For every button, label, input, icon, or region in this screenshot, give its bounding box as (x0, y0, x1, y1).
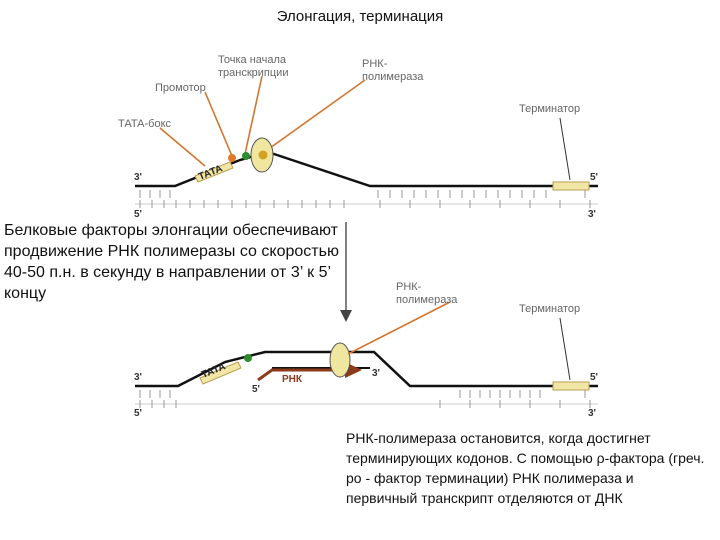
bottom-terminator-label: Терминатор (519, 303, 580, 315)
top-polymerase-label-line2: полимераза (362, 71, 424, 83)
top-panel: ТАТА ТАТА-бокс Промотор Точка начала тра… (118, 54, 598, 220)
termination-note: РНК-полимераза остановится, когда достиг… (346, 428, 706, 508)
bottom-rna-5-end: 5' (252, 384, 260, 395)
bottom-polymerase-label-line2: полимераза (396, 294, 458, 306)
top-end-5-right: 5' (590, 172, 598, 183)
top-tata-label: ТАТА (197, 163, 224, 183)
bottom-polymerase-pointer (348, 302, 450, 354)
bottom-polymerase-label-line1: РНК- (396, 281, 422, 293)
top-tata-box-label: ТАТА-бокс (118, 118, 172, 130)
top-terminator-region (553, 182, 589, 190)
top-promoter-label: Промотор (155, 82, 206, 94)
elongation-note: Белковые факторы элонгации обеспечивают … (4, 220, 344, 304)
bottom-end-5-left: 5' (134, 408, 142, 419)
top-promoter-pointer (205, 92, 232, 156)
top-end-3-right: 3' (588, 209, 596, 220)
bottom-rna-label: РНК (282, 374, 303, 385)
top-tss-label-line2: транскрипции (218, 67, 288, 79)
top-polymerase-label-line1: РНК- (362, 58, 388, 70)
top-tss-dot (242, 152, 250, 160)
bottom-terminator-pointer (560, 318, 570, 380)
top-tata-pointer (160, 128, 205, 166)
bottom-rna-3-end: 3' (372, 368, 380, 379)
top-polymerase-pointer (270, 80, 365, 148)
bottom-end-3-left: 3' (134, 372, 142, 383)
top-end-5-left: 5' (134, 209, 142, 220)
bottom-end-3-right: 3' (588, 408, 596, 419)
bottom-upper-ticks (140, 390, 585, 398)
top-end-3-left: 3' (134, 172, 142, 183)
bottom-terminator-region (553, 382, 589, 390)
top-promoter-dot (228, 154, 236, 162)
top-tss-label-line1: Точка начала (218, 54, 287, 66)
bottom-end-5-right: 5' (590, 372, 598, 383)
top-upper-ticks (140, 190, 585, 198)
bottom-tss-dot (244, 354, 252, 362)
top-polymerase-center (259, 151, 268, 160)
top-terminator-label: Терминатор (519, 103, 580, 115)
bottom-rna-polymerase (330, 343, 350, 377)
top-terminator-pointer (560, 118, 570, 180)
